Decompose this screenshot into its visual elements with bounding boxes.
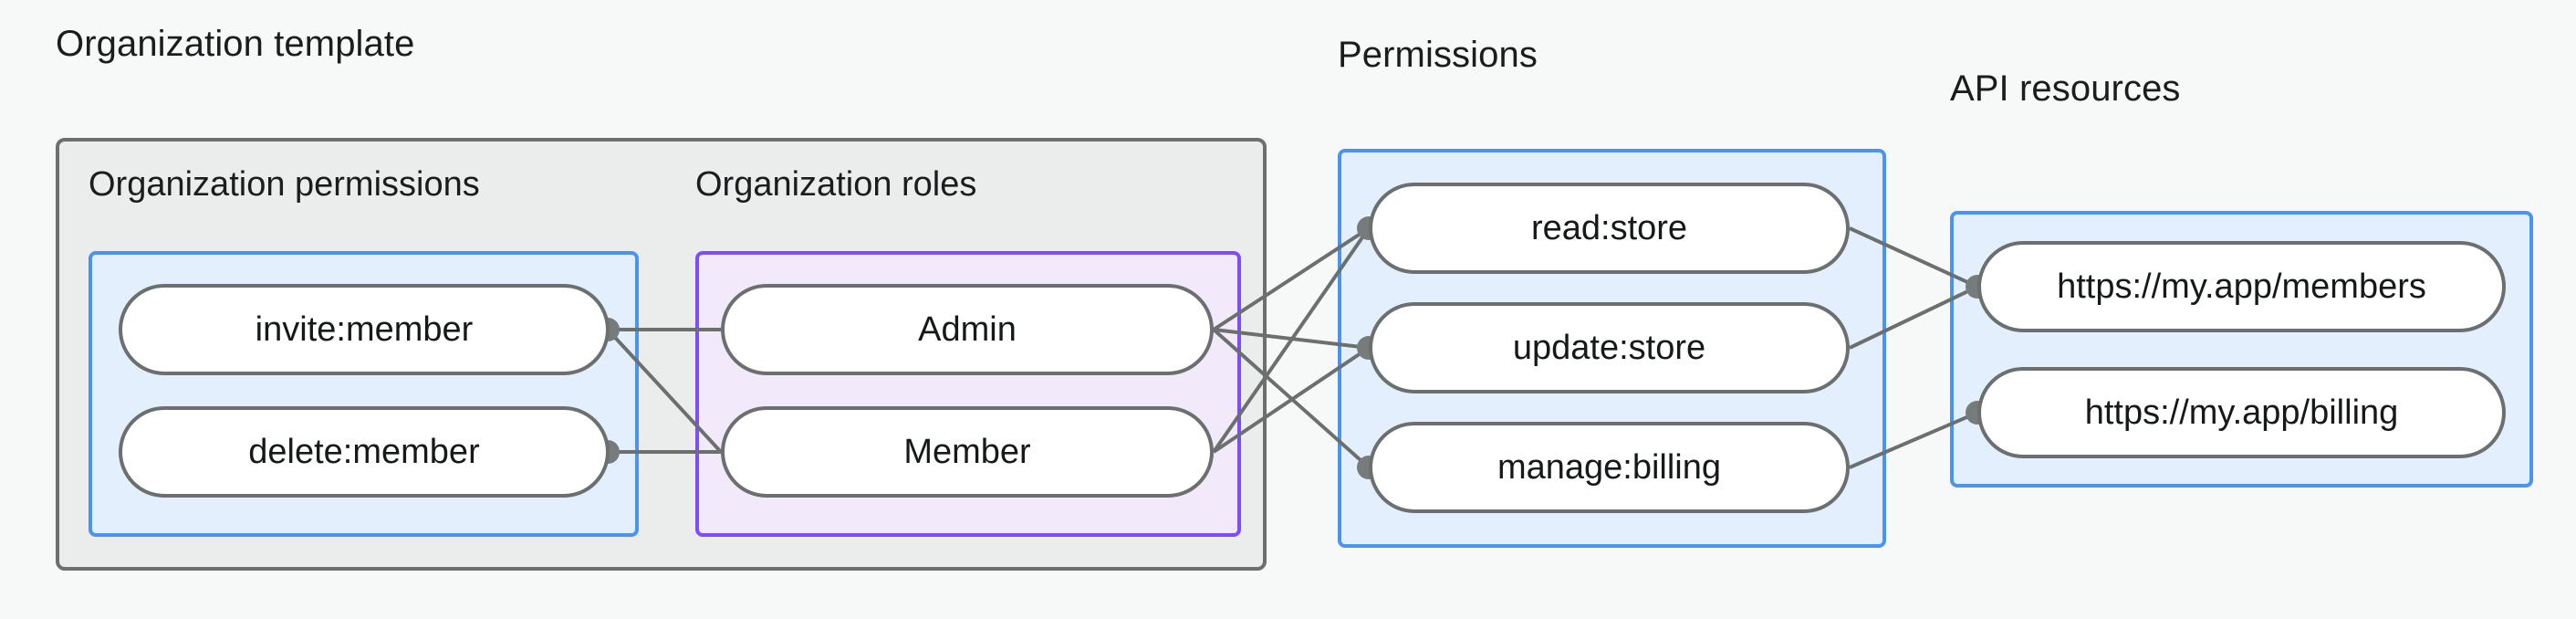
node-member[interactable]: Member bbox=[721, 406, 1214, 498]
api-resources-title: API resources bbox=[1950, 68, 2181, 109]
node-manage-billing[interactable]: manage:billing bbox=[1369, 422, 1850, 513]
organization-roles-title: Organization roles bbox=[695, 165, 977, 204]
node-billing-url[interactable]: https://my.app/billing bbox=[1977, 367, 2506, 458]
permissions-title: Permissions bbox=[1338, 35, 1538, 75]
node-invite-member[interactable]: invite:member bbox=[119, 284, 610, 375]
node-read-store[interactable]: read:store bbox=[1369, 183, 1850, 274]
node-delete-member[interactable]: delete:member bbox=[119, 406, 610, 498]
node-members-url[interactable]: https://my.app/members bbox=[1977, 241, 2506, 332]
node-update-store[interactable]: update:store bbox=[1369, 302, 1850, 393]
organization-template-title: Organization template bbox=[56, 24, 415, 64]
node-admin[interactable]: Admin bbox=[721, 284, 1214, 375]
organization-permissions-title: Organization permissions bbox=[89, 165, 480, 204]
